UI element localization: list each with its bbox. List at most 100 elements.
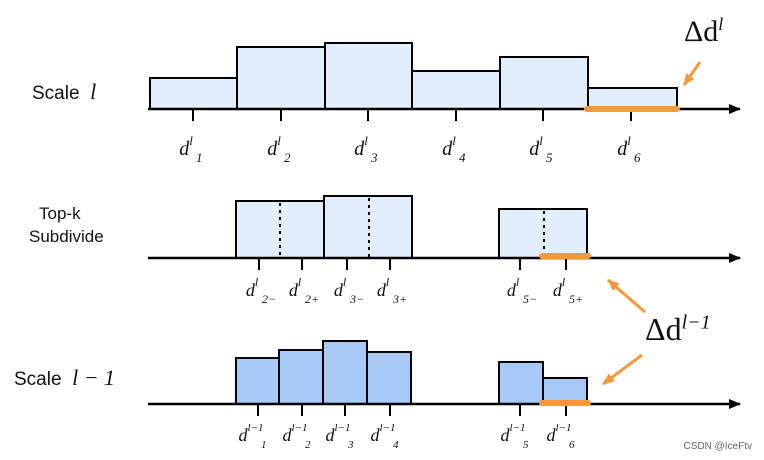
tick-label-sup: l	[189, 133, 193, 148]
row-label-math: l − 1	[72, 365, 116, 390]
tick-label-sup: l−1	[292, 422, 308, 434]
tick-label-base: d	[239, 425, 249, 445]
bar-row1-5	[499, 56, 589, 110]
bar-row2-1	[235, 200, 325, 259]
watermark: CSDN @IceFtv	[683, 441, 753, 452]
pointer-arrow-mid	[607, 278, 646, 314]
tick-label-base: d	[283, 425, 293, 445]
tick-label-base: d	[617, 138, 628, 160]
tick-label: dl	[267, 133, 281, 160]
tick-label-sup: l	[452, 133, 456, 148]
tick-label-sup: l	[343, 275, 347, 289]
tick-label-sup: l	[516, 275, 520, 289]
tick-label-base: d	[326, 425, 336, 445]
tick-label: dl	[529, 133, 543, 160]
delta-d-l-minus-1: Δdl−1	[645, 311, 711, 348]
tick-label-sup: l	[539, 133, 543, 148]
tick-label-sup: l	[627, 133, 631, 148]
tick-label-sup: l−1	[335, 422, 351, 434]
tick-label-sub: 1	[196, 150, 203, 165]
tick-label-base: d	[553, 280, 563, 300]
pointer-arrow-bottom	[602, 353, 643, 386]
tick-label-sup: l	[298, 275, 302, 289]
tick-label: dl−1	[283, 422, 308, 445]
tick-label-base: d	[179, 138, 190, 160]
tick-label-sub: 2−	[262, 292, 276, 306]
row-label-scale-l: Scale l	[32, 79, 96, 105]
bar-row1-2	[236, 46, 326, 110]
tick-label: dl	[553, 275, 566, 300]
tick-label-base: d	[501, 425, 511, 445]
tick-label-sub: 4	[459, 150, 466, 165]
tick-label-sub: 6	[634, 150, 641, 165]
bar-row1-4	[411, 70, 501, 110]
tick-label-sup: l−1	[556, 422, 572, 434]
row-label-text: Scale	[14, 369, 62, 390]
tick-label: dl−1	[547, 422, 572, 445]
delta-base: Δd	[645, 311, 682, 347]
tick-label-base: d	[267, 138, 278, 160]
row-label-text: Scale	[32, 83, 80, 104]
row-label-topk: Top-k Subdivide	[29, 202, 104, 248]
tick-label-sup: l−1	[510, 422, 526, 434]
tick-label-sub: 2	[305, 439, 311, 451]
bar-row1-3	[324, 42, 413, 110]
delta-sup: l	[718, 14, 724, 34]
tick-label-sub: 3−	[349, 292, 364, 306]
tick-label-base: d	[334, 280, 344, 300]
tick-label-sub: 3	[370, 150, 378, 165]
tick-label-sup: l	[386, 275, 390, 289]
tick-label-sub: 5	[546, 150, 553, 165]
bar-row3-2	[278, 349, 324, 405]
tick-label-sup: l	[562, 275, 566, 289]
bar-row3-1	[235, 357, 280, 405]
delta-sup: l−1	[681, 311, 711, 334]
tick-label: dl	[289, 275, 302, 300]
tick-label-sub: 2+	[305, 292, 319, 306]
pointer-arrow-top	[682, 61, 702, 86]
bar-row1-1	[149, 77, 238, 110]
bar-row1-6	[587, 87, 678, 110]
tick-label-sub: 6	[569, 439, 575, 451]
tick-label-sub: 5+	[569, 292, 583, 306]
tick-label-base: d	[507, 280, 517, 300]
tick-label: dl	[507, 275, 520, 300]
tick-label: dl−1	[501, 422, 526, 445]
tick-label-sup: l	[277, 133, 281, 148]
bar-row3-6	[542, 377, 588, 405]
tick-label: dl	[179, 133, 193, 160]
tick-label: dl	[354, 133, 368, 160]
delta-d-l: Δdl	[684, 14, 723, 49]
tick-label: dl	[442, 133, 456, 160]
row-label-math: l	[90, 79, 97, 104]
tick-label-base: d	[529, 138, 540, 160]
tick-label-base: d	[442, 138, 453, 160]
delta-base: Δd	[684, 15, 719, 48]
tick-label-base: d	[246, 280, 256, 300]
tick-label-sub: 1	[261, 439, 267, 451]
tick-label: dl−1	[371, 422, 396, 445]
tick-label-sup: l−1	[248, 422, 264, 434]
tick-label-sub: 3+	[392, 292, 407, 306]
row-label-line1: Top-k	[39, 204, 81, 223]
row-label-line2: Subdivide	[29, 227, 104, 246]
tick-label: dl−1	[326, 422, 351, 445]
tick-label-sup: l−1	[380, 422, 396, 434]
bar-row3-3	[322, 340, 368, 405]
bar-row3-5	[498, 361, 544, 405]
tick-label-sub: 2	[284, 150, 291, 165]
tick-label: dl	[246, 275, 259, 300]
tick-label: dl−1	[239, 422, 264, 445]
row-label-scale-l-minus-1: Scale l − 1	[14, 365, 115, 391]
tick-label-sub: 4	[393, 439, 399, 451]
tick-label-sub: 5	[523, 439, 529, 451]
tick-label-sup: l	[364, 133, 368, 148]
tick-label-base: d	[377, 280, 387, 300]
tick-label-base: d	[354, 138, 365, 160]
tick-label-base: d	[371, 425, 381, 445]
tick-label: dl	[334, 275, 347, 300]
tick-label: dl	[617, 133, 631, 160]
tick-label-base: d	[547, 425, 557, 445]
